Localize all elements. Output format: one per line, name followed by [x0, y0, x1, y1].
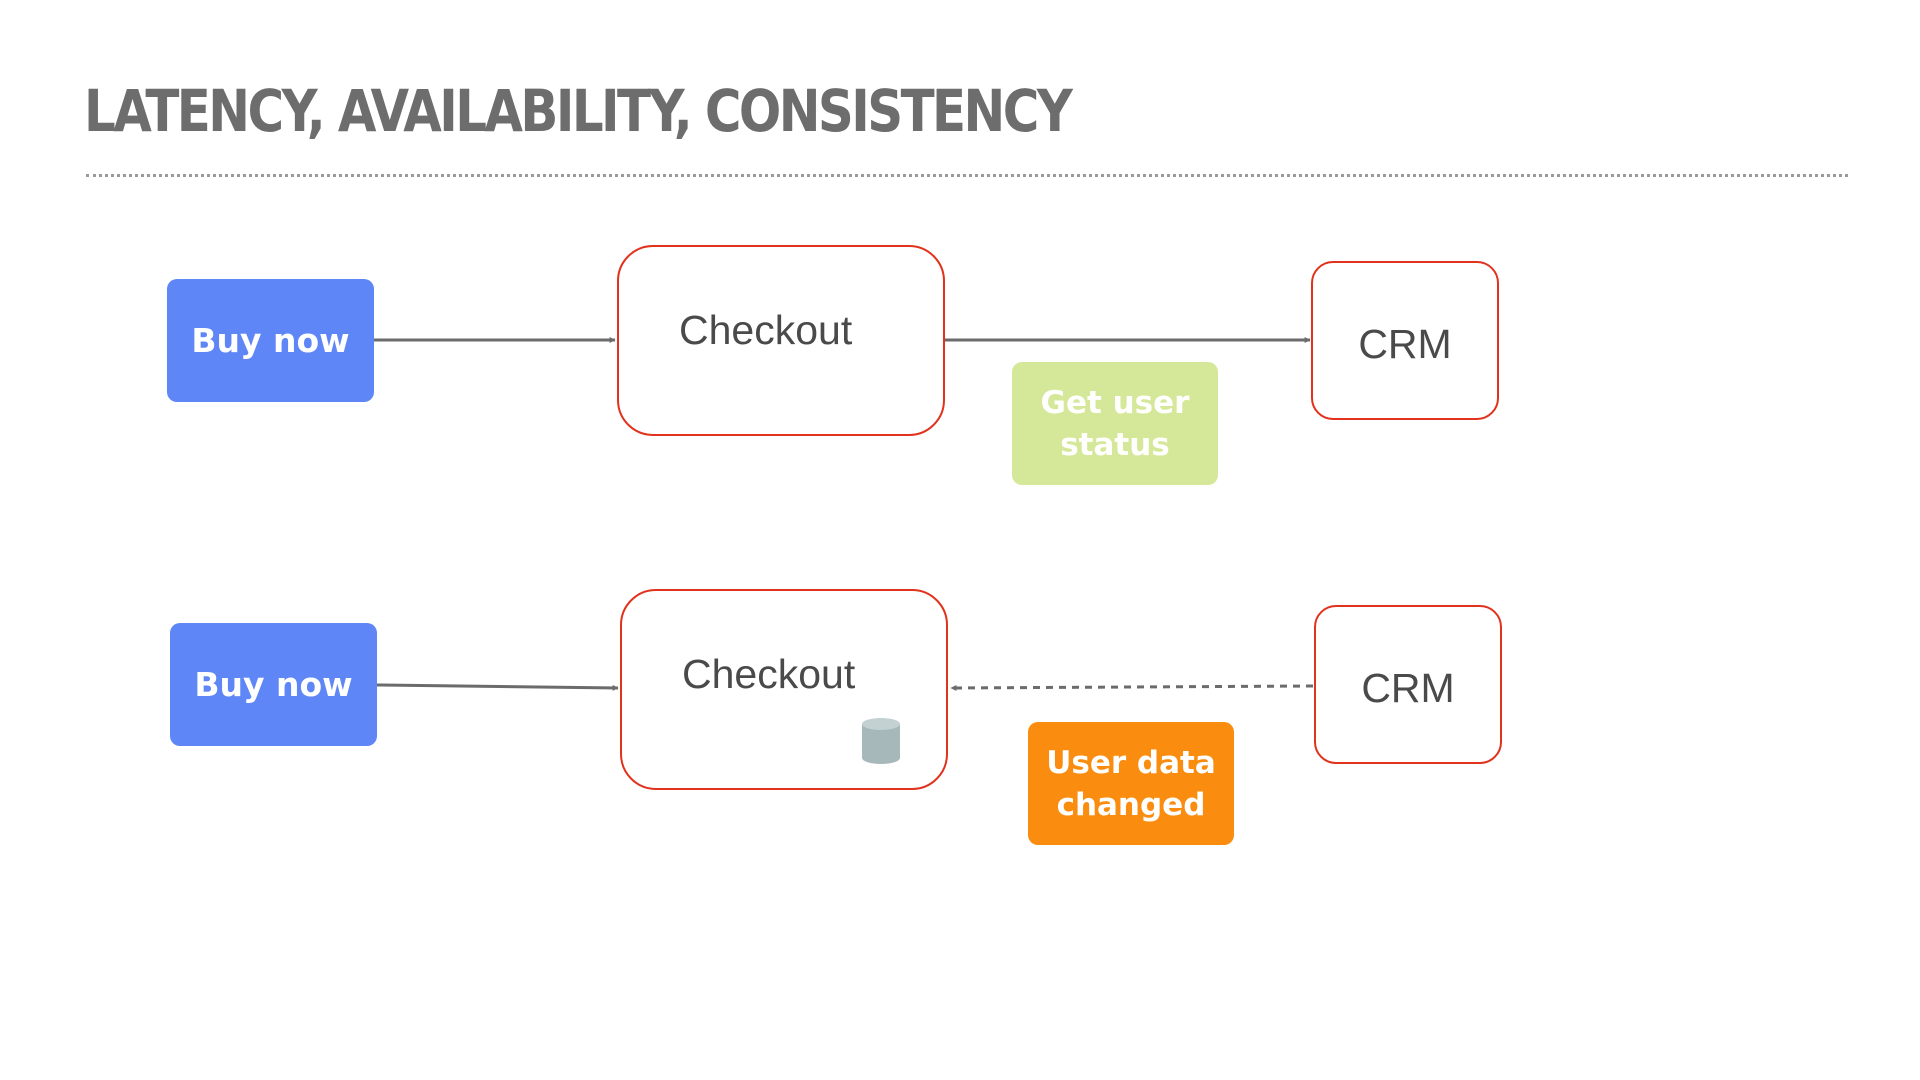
crm-label: CRM	[1361, 665, 1455, 711]
crm-node-1[interactable]: CRM	[1311, 261, 1499, 420]
buy-now-node-2[interactable]: Buy now	[170, 623, 377, 746]
buy-now-label: Buy now	[191, 321, 350, 360]
buy-now-label: Buy now	[194, 665, 353, 704]
crm-label: CRM	[1358, 321, 1452, 367]
message-badge-user-data-changed: User data changed	[1028, 722, 1234, 845]
arrow-buy-now-to-checkout-2	[376, 683, 619, 691]
title-divider	[86, 174, 1848, 177]
slide-title: LATENCY, AVAILABILITY, CONSISTENCY	[84, 77, 1073, 145]
checkout-node-2[interactable]: Checkout	[620, 589, 948, 790]
buy-now-node-1[interactable]: Buy now	[167, 279, 374, 402]
database-icon	[862, 718, 900, 764]
database-icon-top	[862, 718, 900, 730]
message-badge-get-user-status: Get user status	[1012, 362, 1218, 485]
database-icon-body	[862, 724, 900, 764]
checkout-label: Checkout	[679, 307, 853, 353]
checkout-label: Checkout	[682, 651, 856, 697]
arrow-crm-to-checkout-2	[950, 684, 1314, 691]
checkout-node-1[interactable]: Checkout	[617, 245, 945, 436]
crm-node-2[interactable]: CRM	[1314, 605, 1502, 764]
